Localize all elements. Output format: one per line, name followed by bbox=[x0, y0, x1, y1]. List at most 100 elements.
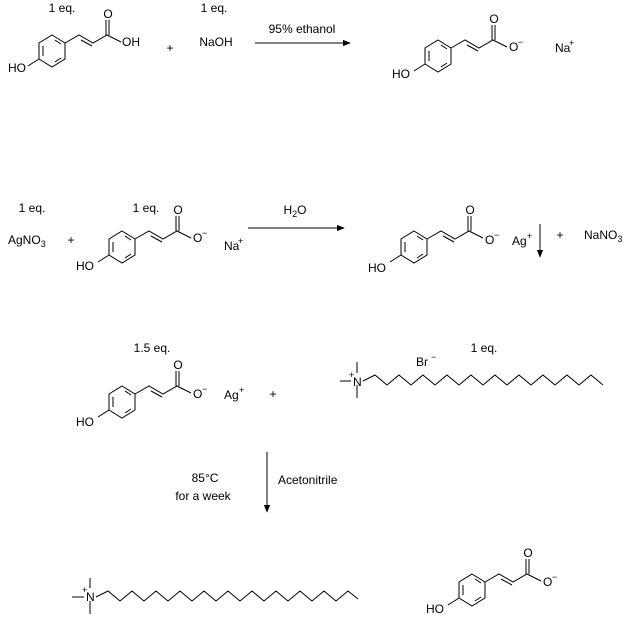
bromide-charge: − bbox=[431, 352, 436, 362]
reactant1-equivalents: 1 eq. bbox=[49, 1, 76, 15]
condition-solvent: Acetonitrile bbox=[278, 473, 338, 487]
side-chain bbox=[484, 573, 542, 583]
condition-solvent: 95% ethanol bbox=[269, 22, 336, 36]
alkene-double-bond bbox=[150, 235, 163, 243]
sodium-hydroxide: NaOH bbox=[199, 35, 232, 49]
hydroxyl-label: HO bbox=[426, 602, 444, 616]
hydroxyl-label: HO bbox=[368, 261, 386, 275]
sodium-charge: + bbox=[569, 38, 574, 48]
side-chain bbox=[426, 230, 484, 240]
negative-charge: − bbox=[202, 384, 207, 394]
carbonyl-oxygen: O bbox=[465, 203, 474, 217]
hydroxyl-bond bbox=[27, 58, 40, 67]
ammonium-equivalents: 1 eq. bbox=[471, 341, 498, 355]
carbonyl-bond bbox=[175, 371, 180, 386]
aromatic-double-bonds bbox=[42, 39, 62, 63]
methyl-groups bbox=[340, 362, 358, 398]
silver-counterion: Ag bbox=[224, 388, 239, 402]
side-chain bbox=[134, 385, 192, 395]
ammonium-charge: + bbox=[82, 585, 87, 595]
negative-charge: − bbox=[552, 572, 557, 582]
condition-water: H2O bbox=[283, 203, 306, 219]
carbonyl-bond bbox=[525, 559, 530, 574]
methyl-groups bbox=[72, 578, 91, 614]
reaction-2: 1 eq. AgNO3 + 1 eq. O O − HO Na + H2O bbox=[8, 201, 622, 275]
hydroxyl-label: HO bbox=[76, 259, 94, 273]
hexadecyl-chain bbox=[95, 590, 359, 602]
carbonyl-bond bbox=[467, 216, 472, 231]
alkene-double-bond bbox=[150, 390, 163, 398]
silver-nitrate: AgNO3 bbox=[8, 233, 46, 249]
sodium-counterion: Na bbox=[224, 239, 240, 253]
silver-coumarate-structure: O O − HO bbox=[368, 203, 499, 275]
sodium-charge: + bbox=[238, 236, 243, 246]
reactant2-equivalents: 1 eq. bbox=[201, 1, 228, 15]
aromatic-double-bonds bbox=[112, 390, 132, 414]
reaction-3: 1.5 eq. O O − HO Ag + + 1 eq. Br − N + bbox=[72, 341, 604, 616]
sodium-counterion: Na bbox=[555, 41, 571, 55]
hydroxyl-bond bbox=[97, 254, 110, 263]
hydroxyl-bond bbox=[413, 63, 426, 72]
oxide-oxygen: O bbox=[509, 40, 518, 54]
hexadecyl-chain bbox=[362, 374, 604, 386]
carbonyl-bond bbox=[491, 25, 496, 40]
oxide-oxygen: O bbox=[193, 231, 202, 245]
hydroxyl-label: HO bbox=[392, 67, 410, 81]
carbonyl-bond bbox=[105, 20, 110, 35]
oxide-oxygen: O bbox=[193, 387, 202, 401]
side-chain bbox=[134, 230, 192, 240]
silver-coumarate-structure: O O − HO bbox=[76, 358, 207, 429]
plus-sign: + bbox=[269, 387, 276, 401]
aromatic-double-bonds bbox=[112, 235, 132, 259]
hydroxyl-bond bbox=[389, 254, 402, 263]
plus-sign-byproduct: + bbox=[556, 228, 563, 242]
ammonium-nitrogen: N bbox=[86, 590, 95, 604]
ammonium-nitrogen: N bbox=[353, 375, 362, 389]
sodium-coumarate-structure: O O − HO bbox=[76, 203, 207, 273]
silver-charge: + bbox=[527, 231, 532, 241]
silver-charge: + bbox=[239, 385, 244, 395]
bromide-anion: Br bbox=[416, 355, 428, 369]
acid-oh-label: OH bbox=[122, 35, 140, 49]
hydroxyl-bond bbox=[447, 597, 460, 606]
silver-nitrate-equivalents: 1 eq. bbox=[19, 201, 46, 215]
negative-charge: − bbox=[202, 228, 207, 238]
sodium-coumarate-equivalents: 1 eq. bbox=[133, 201, 160, 215]
silver-coumarate-equivalents: 1.5 eq. bbox=[134, 341, 171, 355]
oxide-oxygen: O bbox=[543, 575, 552, 589]
aromatic-double-bonds bbox=[462, 578, 482, 602]
carbonyl-oxygen: O bbox=[103, 7, 112, 21]
coumarate-anion-structure: O O − HO bbox=[426, 546, 557, 616]
hydroxyl-bond bbox=[97, 409, 110, 418]
hydroxyl-label: HO bbox=[8, 61, 26, 75]
carbonyl-oxygen: O bbox=[523, 546, 532, 560]
ammonium-bromide-structure: Br − N + bbox=[340, 352, 604, 398]
oxide-oxygen: O bbox=[485, 233, 494, 247]
alkene-double-bond bbox=[80, 39, 93, 47]
silver-counterion: Ag bbox=[512, 234, 527, 248]
plus-sign: + bbox=[67, 233, 74, 247]
carbonyl-oxygen: O bbox=[173, 358, 182, 372]
aromatic-double-bonds bbox=[428, 44, 448, 68]
sodium-nitrate: NaNO3 bbox=[584, 228, 622, 244]
alkene-double-bond bbox=[466, 44, 479, 52]
alkene-double-bond bbox=[442, 235, 455, 243]
carbonyl-bond bbox=[175, 216, 180, 231]
ammonium-charge: + bbox=[349, 370, 354, 380]
ammonium-cation-structure: N + bbox=[72, 578, 359, 614]
aromatic-double-bonds bbox=[404, 235, 424, 259]
carbonyl-oxygen: O bbox=[489, 12, 498, 26]
condition-time: for a week bbox=[175, 489, 231, 503]
negative-charge: − bbox=[518, 37, 523, 47]
negative-charge: − bbox=[494, 230, 499, 240]
side-chain bbox=[64, 34, 122, 44]
hydroxyl-label: HO bbox=[76, 415, 94, 429]
condition-temperature: 85°C bbox=[192, 471, 219, 485]
alkene-double-bond bbox=[500, 578, 513, 586]
side-chain bbox=[450, 39, 508, 49]
reaction-1: O OH HO 1 eq. + 1 eq. NaOH 95% ethanol O… bbox=[8, 1, 574, 81]
sodium-coumarate-structure: O O − HO bbox=[392, 12, 523, 81]
carbonyl-oxygen: O bbox=[173, 203, 182, 217]
